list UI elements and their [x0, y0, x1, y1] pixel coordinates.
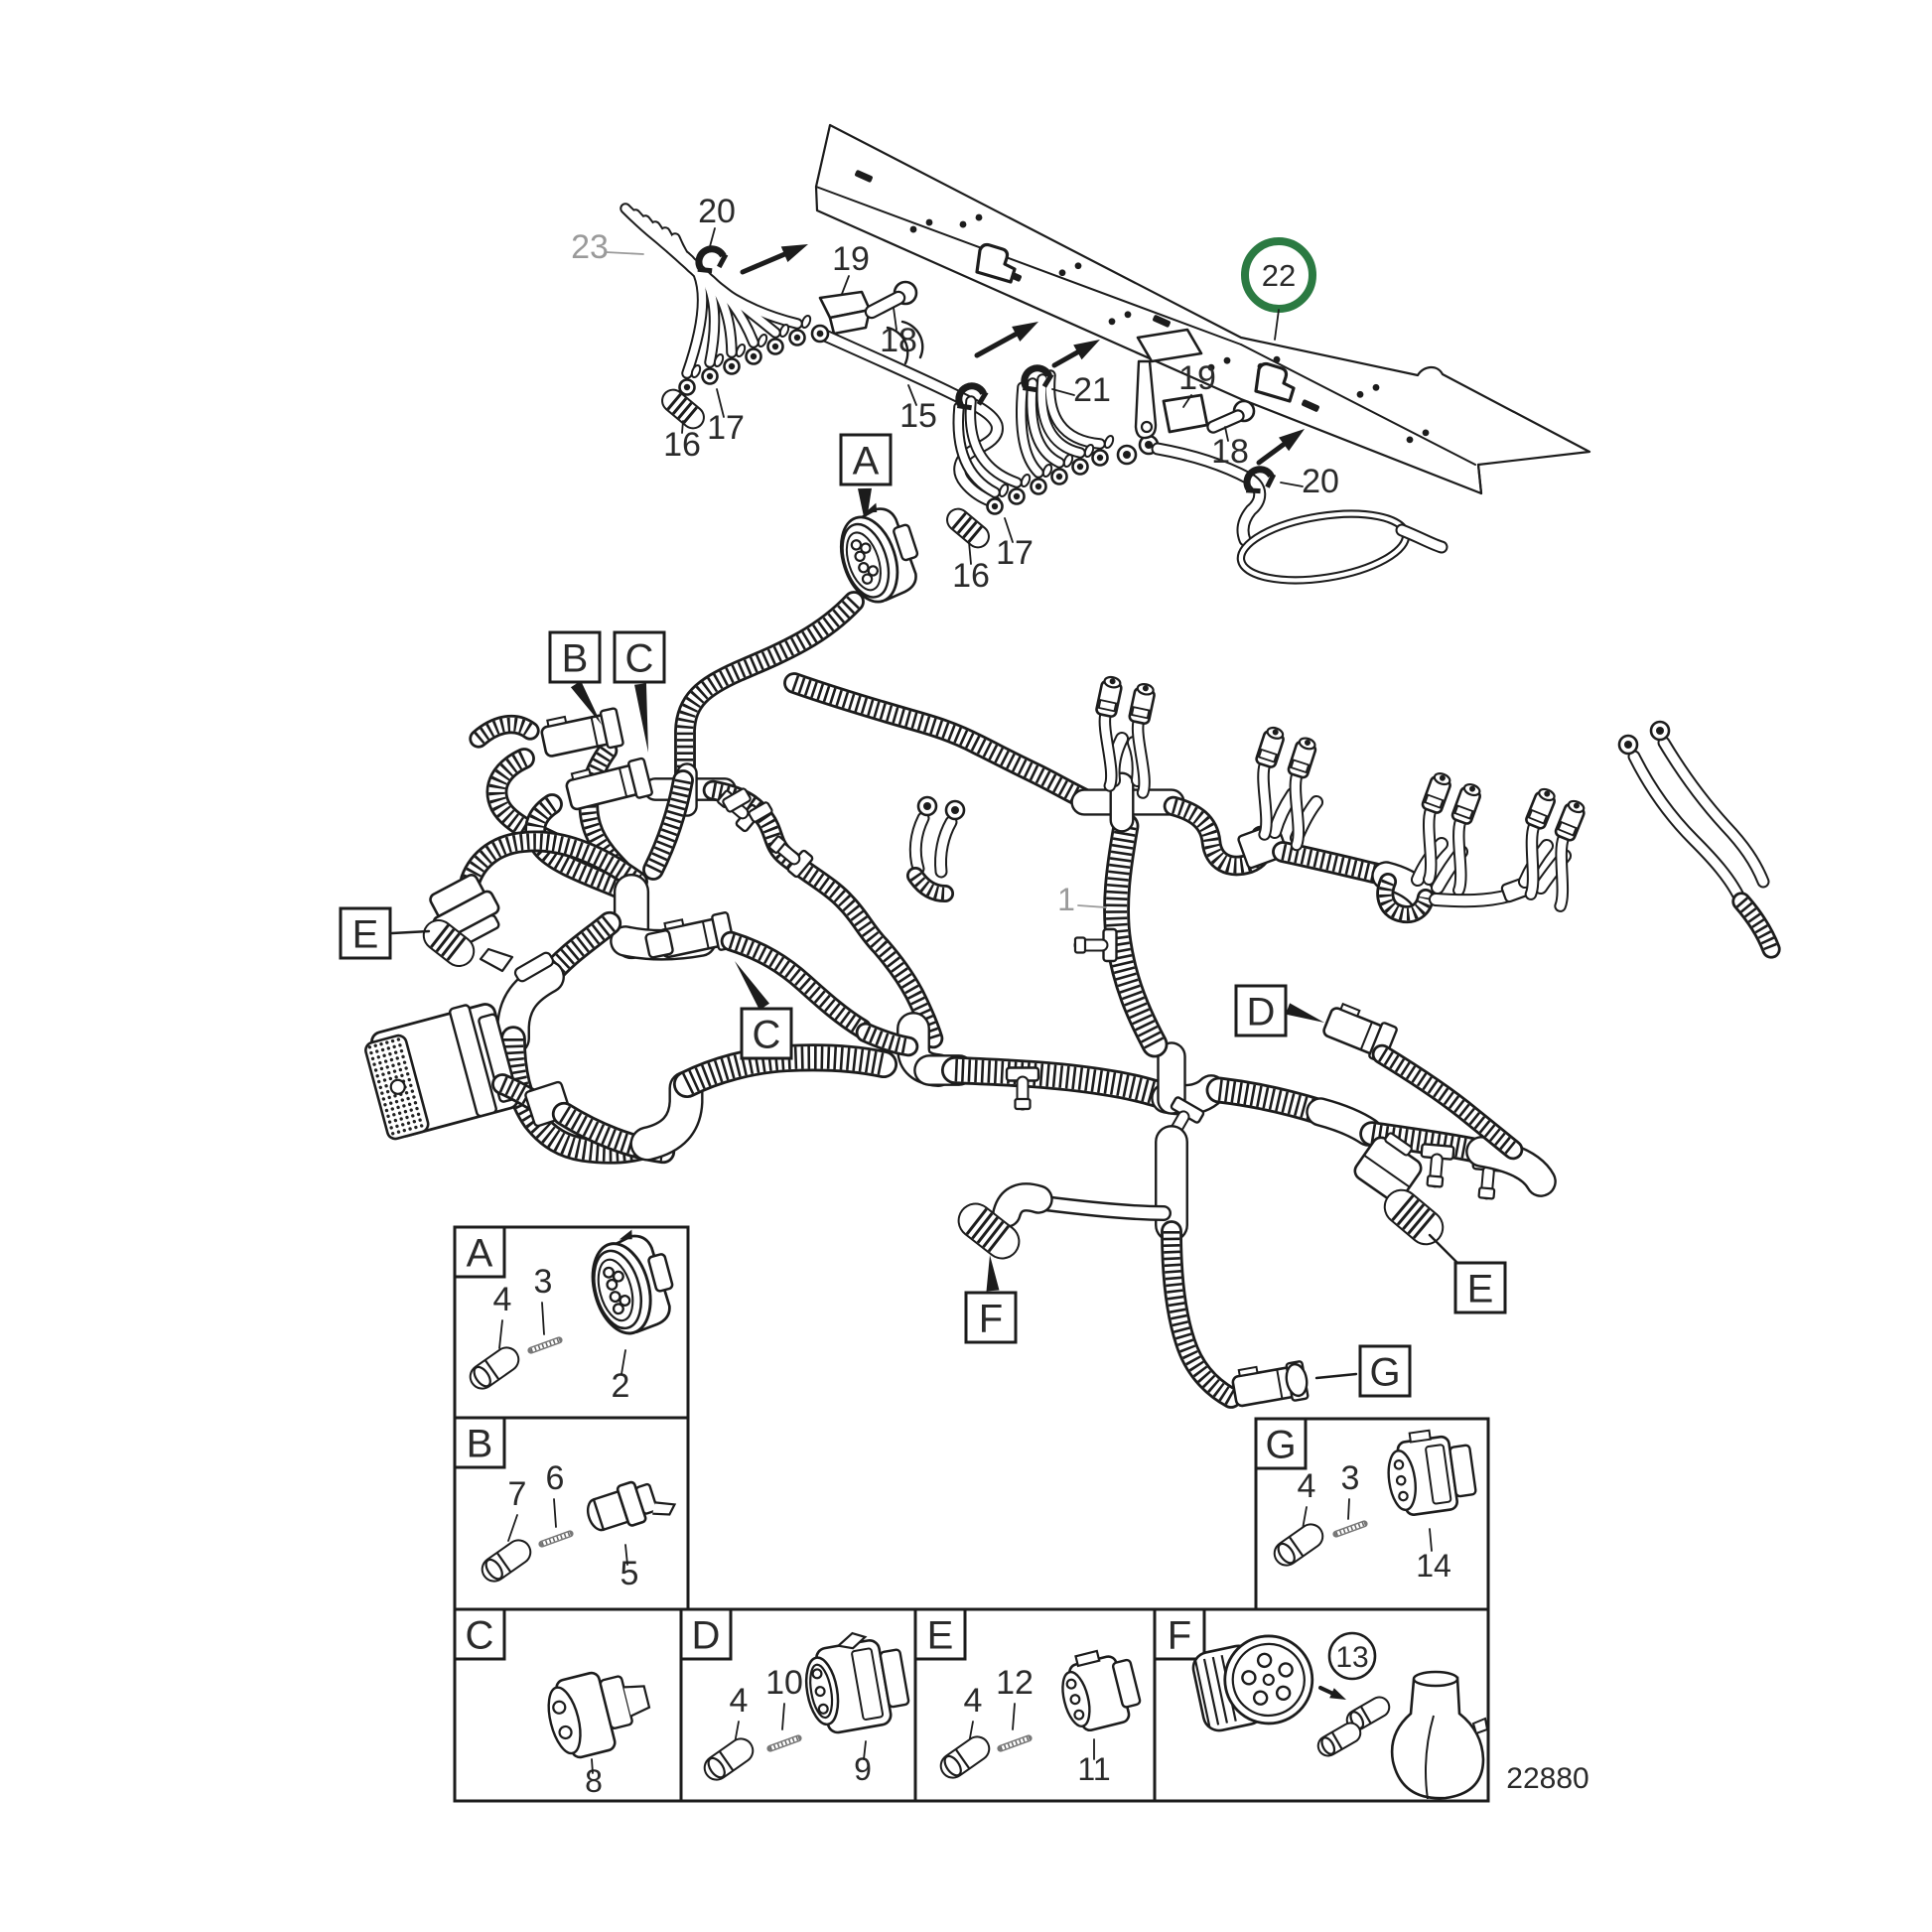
svg-text:C: C	[753, 1013, 781, 1056]
svg-text:D: D	[1247, 990, 1276, 1034]
svg-text:19: 19	[832, 240, 870, 278]
svg-text:4: 4	[493, 1281, 512, 1318]
svg-text:20: 20	[1302, 463, 1339, 500]
svg-text:8: 8	[585, 1763, 603, 1799]
svg-text:3: 3	[534, 1263, 553, 1301]
svg-text:12: 12	[996, 1664, 1034, 1702]
svg-text:1: 1	[1057, 882, 1075, 917]
svg-text:B: B	[562, 636, 589, 680]
svg-text:E: E	[352, 912, 379, 956]
svg-text:22880: 22880	[1506, 1762, 1588, 1795]
svg-text:C: C	[466, 1613, 494, 1657]
svg-text:17: 17	[707, 409, 745, 447]
svg-text:E: E	[927, 1613, 954, 1657]
svg-text:19: 19	[1178, 359, 1216, 397]
svg-text:F: F	[979, 1297, 1003, 1340]
svg-text:3: 3	[1341, 1459, 1360, 1497]
svg-text:G: G	[1369, 1350, 1400, 1394]
svg-text:F: F	[1168, 1613, 1191, 1657]
svg-text:15: 15	[899, 397, 937, 435]
svg-text:G: G	[1265, 1423, 1296, 1466]
svg-text:13: 13	[1335, 1641, 1368, 1674]
svg-text:5: 5	[621, 1555, 639, 1592]
svg-text:23: 23	[571, 228, 609, 266]
svg-text:6: 6	[546, 1459, 565, 1497]
svg-text:C: C	[625, 636, 654, 680]
svg-text:D: D	[692, 1613, 721, 1657]
svg-text:A: A	[467, 1231, 493, 1275]
svg-text:18: 18	[880, 322, 917, 359]
svg-text:22: 22	[1262, 258, 1296, 293]
svg-text:7: 7	[508, 1475, 527, 1513]
svg-text:4: 4	[964, 1682, 983, 1720]
svg-text:2: 2	[612, 1367, 630, 1405]
svg-text:9: 9	[854, 1751, 872, 1787]
svg-text:A: A	[853, 439, 880, 483]
svg-text:4: 4	[1298, 1467, 1316, 1505]
svg-text:20: 20	[698, 193, 736, 230]
svg-text:14: 14	[1416, 1548, 1451, 1584]
svg-text:10: 10	[765, 1664, 803, 1702]
svg-text:21: 21	[1073, 371, 1111, 409]
svg-text:4: 4	[730, 1682, 749, 1720]
svg-text:17: 17	[996, 534, 1034, 572]
svg-text:E: E	[1467, 1267, 1494, 1311]
svg-text:B: B	[467, 1422, 493, 1465]
svg-text:18: 18	[1211, 433, 1249, 471]
